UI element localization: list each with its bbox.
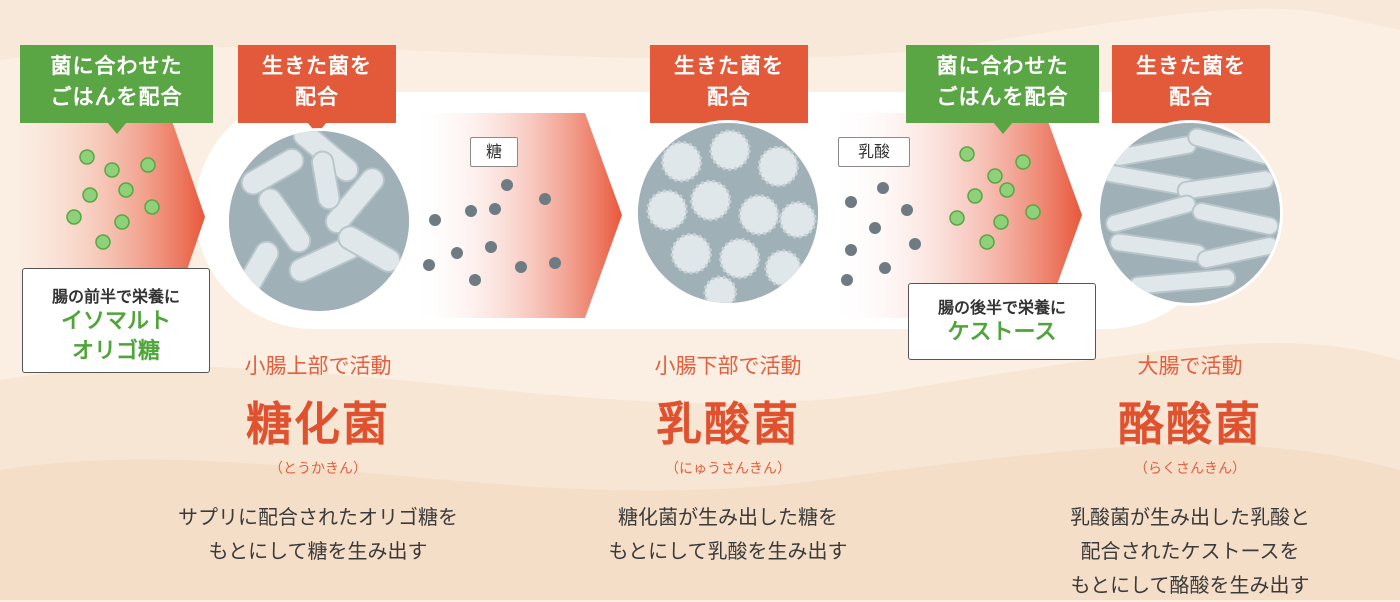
tag-live-bacteria-1: 生きた菌を 配合 [238, 45, 396, 134]
flow-arrow-2 [410, 113, 622, 318]
nutrient-box-first: 腸の前半で栄養に イソマルト オリゴ糖 [22, 268, 210, 373]
bacteria-location: 小腸上部で活動 [244, 354, 392, 378]
butyric-acid-bacteria-image [1097, 120, 1283, 306]
bacteria-name: 乳酸菌 [656, 397, 800, 451]
bacteria-location: 小腸下部で活動 [654, 354, 802, 378]
tag-live-bacteria-2: 生きた菌を 配合 [650, 45, 808, 134]
tag-rice-2: 菌に合わせた ごはんを配合 [906, 45, 1099, 134]
lactic-acid-dots [841, 182, 921, 286]
nutrient-caption: 腸の前半で栄養に [51, 287, 180, 306]
bacteria-reading: （にゅうさんきん） [665, 461, 791, 477]
bacteria-description: サプリに配合されたオリゴ糖を もとにして糖を生み出す [178, 505, 458, 563]
sugar-dots [423, 179, 561, 286]
bacteria-column-butyric: 大腸で活動 酪酸菌 （らくさんきん） 乳酸菌が生み出した乳酸と 配合されたケスト… [1025, 350, 1355, 602]
nutrient-name: イソマルト オリゴ糖 [60, 309, 171, 364]
nutrient-box-second: 腸の後半で栄養に ケストース [908, 283, 1096, 360]
bacteria-name: 糖化菌 [246, 397, 390, 451]
nutrient-caption: 腸の後半で栄養に [937, 298, 1066, 317]
lactic-acid-label: 乳酸 [838, 137, 910, 167]
lactic-acid-bacteria-image [635, 120, 821, 306]
saccharifying-bacteria-image [226, 128, 412, 314]
tag-live-bacteria-3: 生きた菌を 配合 [1112, 45, 1270, 134]
bacteria-column-lactic: 小腸下部で活動 乳酸菌 （にゅうさんきん） 糖化菌が生み出した糖を もとにして乳… [563, 350, 893, 568]
nutrient-dots-1 [66, 149, 160, 250]
bacteria-description: 糖化菌が生み出した糖を もとにして乳酸を生み出す [608, 505, 848, 563]
nutrient-dots-2 [949, 146, 1041, 250]
bacteria-reading: （らくさんきん） [1134, 461, 1246, 477]
bacteria-description: 乳酸菌が生み出した乳酸と 配合されたケストースを もとにして酪酸を生み出す [1070, 505, 1310, 597]
bacteria-location: 大腸で活動 [1137, 354, 1243, 378]
nutrient-name: ケストース [947, 320, 1057, 345]
tag-rice-1: 菌に合わせた ごはんを配合 [20, 45, 213, 134]
bacteria-column-saccharifying: 小腸上部で活動 糖化菌 （とうかきん） サプリに配合されたオリゴ糖を もとにして… [153, 350, 483, 568]
bacteria-name: 酪酸菌 [1118, 397, 1262, 451]
bacteria-reading: （とうかきん） [269, 461, 367, 477]
sugar-label: 糖 [470, 137, 518, 167]
